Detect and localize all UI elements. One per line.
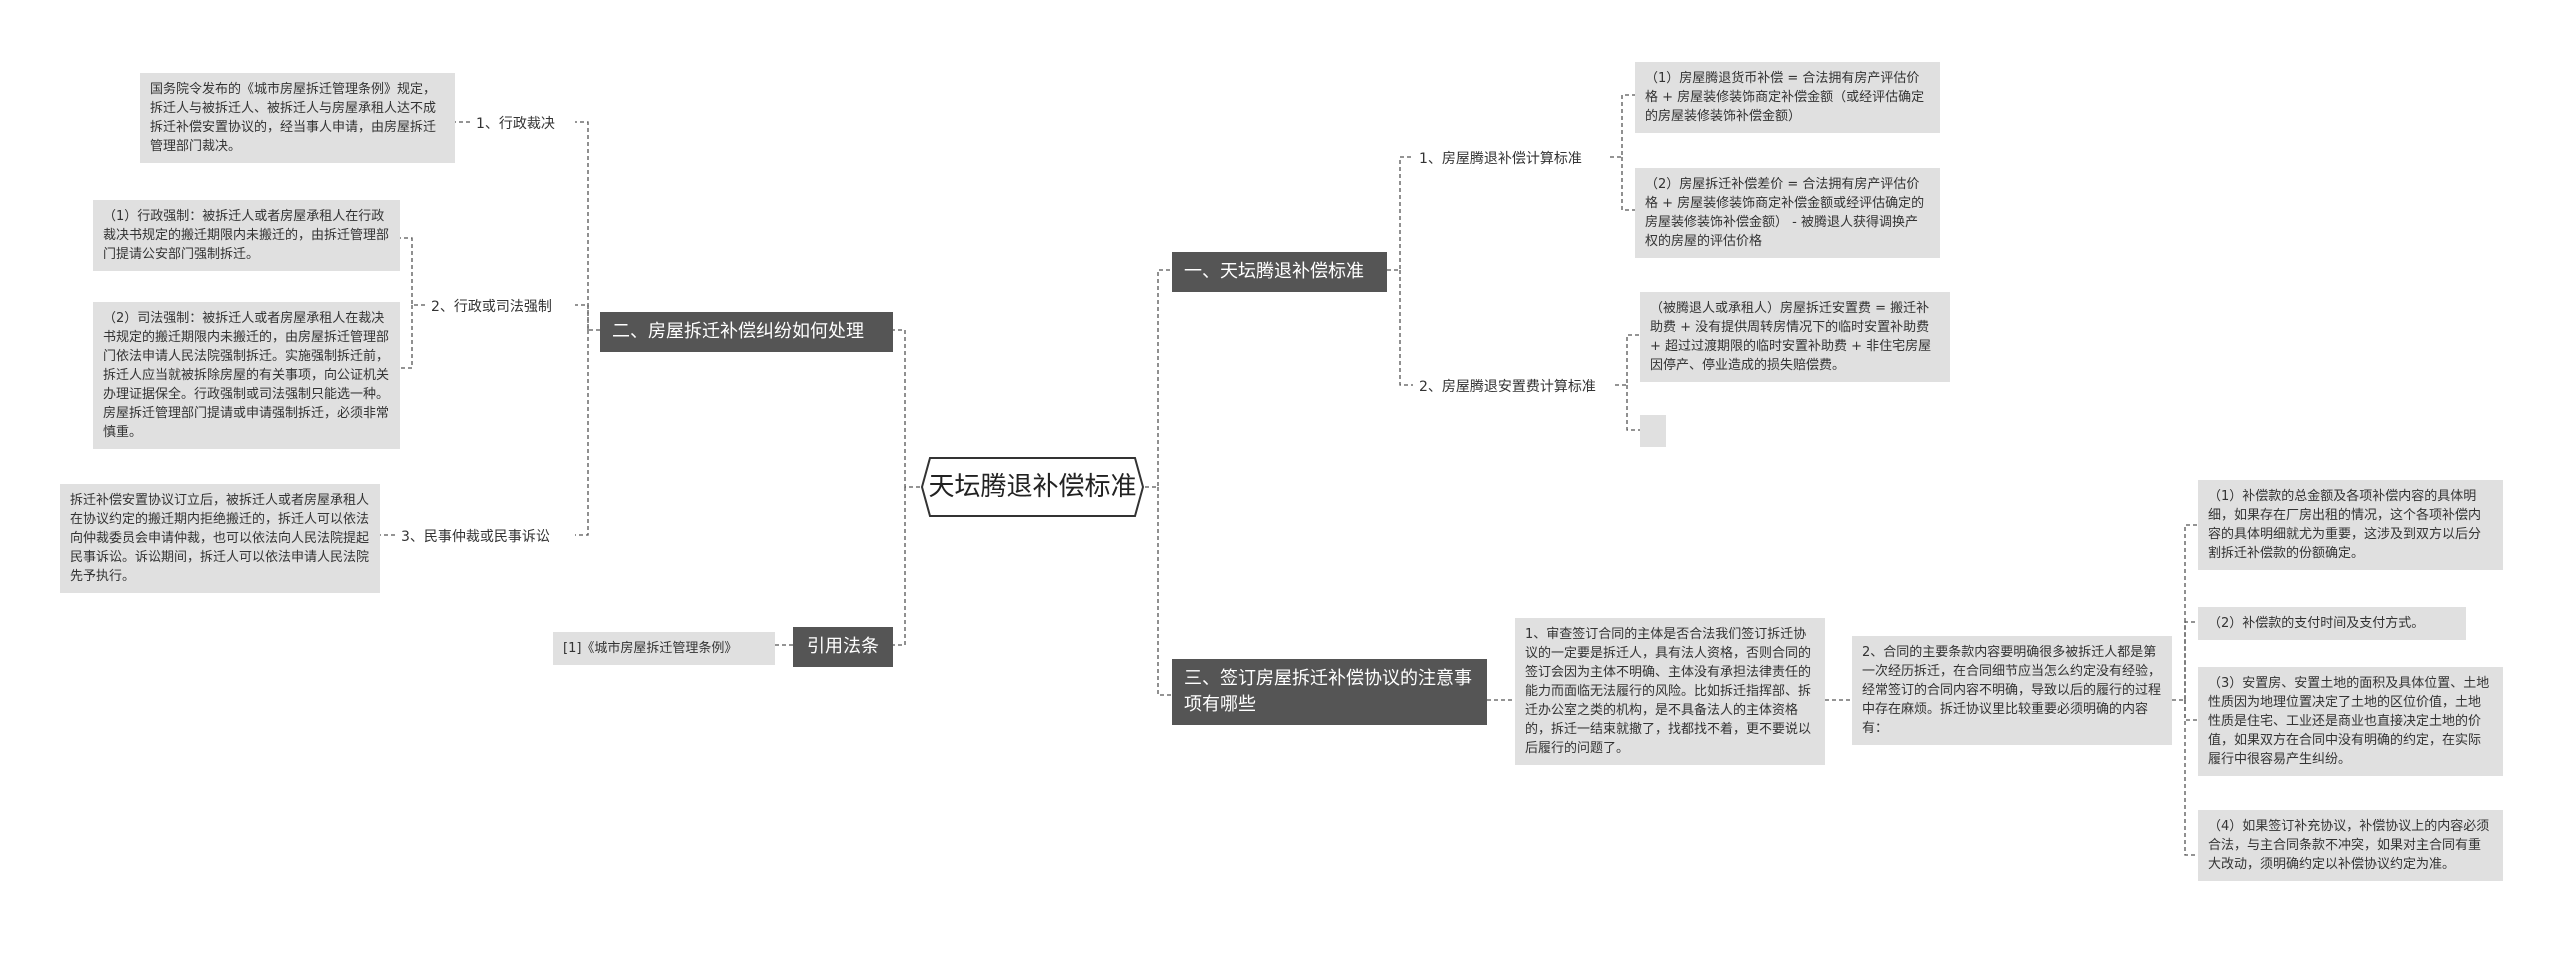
leaf-supplementary-agreement[interactable]: （4）如果签订补充协议，补偿协议上的内容必须合法，与主合同条款不冲突，如果对主合…	[2198, 810, 2503, 881]
leaf-compensation-difference[interactable]: （2）房屋拆迁补偿差价 = 合法拥有房产评估价格 + 房屋装修装饰商定补偿金额或…	[1635, 168, 1940, 258]
subtopic-administrative-ruling[interactable]: 1、行政裁决	[470, 110, 575, 138]
leaf-text: 国务院令发布的《城市房屋拆迁管理条例》规定，拆迁人与被拆迁人、被拆迁人与房屋承租…	[150, 82, 437, 154]
leaf-administrative-enforcement[interactable]: （1）行政强制：被拆迁人或者房屋承租人在行政裁决书规定的搬迁期限内未搬迁的，由拆…	[93, 200, 400, 271]
leaf-text: 拆迁补偿安置协议订立后，被拆迁人或者房屋承租人在协议约定的搬迁期内拒绝搬迁的，拆…	[70, 493, 370, 584]
branch-agreement-notes[interactable]: 三、签订房屋拆迁补偿协议的注意事项有哪些	[1172, 659, 1487, 725]
subtopic-resettlement-fee-calc[interactable]: 2、房屋腾退安置费计算标准	[1413, 373, 1615, 401]
root-topic-label: 天坛腾退补偿标准	[928, 472, 1137, 502]
leaf-text: （2）补偿款的支付时间及支付方式。	[2208, 616, 2425, 631]
leaf-text: （4）如果签订补充协议，补偿协议上的内容必须合法，与主合同条款不冲突，如果对主合…	[2208, 819, 2490, 872]
branch-compensation-standard[interactable]: 一、天坛腾退补偿标准	[1172, 252, 1387, 292]
leaf-empty[interactable]	[1640, 415, 1666, 447]
subtopic-civil-arbitration-litigation[interactable]: 3、民事仲裁或民事诉讼	[395, 523, 575, 551]
branch-label: 二、房屋拆迁补偿纠纷如何处理	[612, 321, 864, 342]
leaf-text: 2、合同的主要条款内容要明确很多被拆迁人都是第一次经历拆迁，在合同细节应当怎么约…	[1862, 645, 2162, 736]
leaf-contract-subject-review[interactable]: 1、审查签订合同的主体是否合法我们签订拆迁协议的一定要是拆迁人，具有法人资格，否…	[1515, 618, 1825, 765]
leaf-text: （3）安置房、安置土地的面积及具体位置、土地性质因为地理位置决定了土地的区位价值…	[2208, 676, 2490, 767]
leaf-text: （1）补偿款的总金额及各项补偿内容的具体明细，如果存在厂房出租的情况，这个各项补…	[2208, 489, 2482, 561]
leaf-monetary-compensation[interactable]: （1）房屋腾退货币补偿 = 合法拥有房产评估价格 + 房屋装修装饰商定补偿金额（…	[1635, 62, 1940, 133]
leaf-text: （2）司法强制：被拆迁人或者房屋承租人在裁决书规定的搬迁期限内未搬迁的，由房屋拆…	[103, 311, 390, 440]
subtopic-label: 2、行政或司法强制	[431, 299, 552, 315]
root-topic[interactable]: 天坛腾退补偿标准	[920, 456, 1145, 518]
leaf-resettlement-fee[interactable]: （被腾退人或承租人）房屋拆迁安置费 = 搬迁补助费 + 没有提供周转房情况下的临…	[1640, 292, 1950, 382]
leaf-text: 1、审查签订合同的主体是否合法我们签订拆迁协议的一定要是拆迁人，具有法人资格，否…	[1525, 627, 1812, 756]
leaf-text: （2）房屋拆迁补偿差价 = 合法拥有房产评估价格 + 房屋装修装饰商定补偿金额或…	[1645, 177, 1925, 249]
leaf-text: （1）房屋腾退货币补偿 = 合法拥有房产评估价格 + 房屋装修装饰商定补偿金额（…	[1645, 71, 1925, 124]
leaf-administrative-ruling-text[interactable]: 国务院令发布的《城市房屋拆迁管理条例》规定，拆迁人与被拆迁人、被拆迁人与房屋承租…	[140, 73, 455, 163]
branch-cited-law[interactable]: 引用法条	[793, 627, 893, 667]
branch-label: 一、天坛腾退补偿标准	[1184, 261, 1364, 282]
root-hexagon-shape	[920, 457, 1145, 517]
leaf-text: [1]《城市房屋拆迁管理条例》	[563, 641, 738, 656]
subtopic-label: 1、房屋腾退补偿计算标准	[1419, 151, 1582, 167]
leaf-resettlement-land-area[interactable]: （3）安置房、安置土地的面积及具体位置、土地性质因为地理位置决定了土地的区位价值…	[2198, 667, 2503, 776]
leaf-compensation-total-details[interactable]: （1）补偿款的总金额及各项补偿内容的具体明细，如果存在厂房出租的情况，这个各项补…	[2198, 480, 2503, 570]
subtopic-administrative-or-judicial-enforcement[interactable]: 2、行政或司法强制	[425, 293, 575, 321]
leaf-payment-time-method[interactable]: （2）补偿款的支付时间及支付方式。	[2198, 607, 2466, 640]
subtopic-label: 3、民事仲裁或民事诉讼	[401, 529, 550, 545]
branch-label: 引用法条	[807, 636, 879, 657]
leaf-contract-main-terms[interactable]: 2、合同的主要条款内容要明确很多被拆迁人都是第一次经历拆迁，在合同细节应当怎么约…	[1852, 636, 2172, 745]
leaf-text: （1）行政强制：被拆迁人或者房屋承租人在行政裁决书规定的搬迁期限内未搬迁的，由拆…	[103, 209, 390, 262]
leaf-cited-regulation[interactable]: [1]《城市房屋拆迁管理条例》	[553, 632, 775, 665]
subtopic-label: 1、行政裁决	[476, 116, 555, 132]
leaf-text: （被腾退人或承租人）房屋拆迁安置费 = 搬迁补助费 + 没有提供周转房情况下的临…	[1650, 301, 1932, 373]
branch-dispute-handling[interactable]: 二、房屋拆迁补偿纠纷如何处理	[600, 312, 893, 352]
leaf-civil-arbitration-text[interactable]: 拆迁补偿安置协议订立后，被拆迁人或者房屋承租人在协议约定的搬迁期内拒绝搬迁的，拆…	[60, 484, 380, 593]
subtopic-label: 2、房屋腾退安置费计算标准	[1419, 379, 1596, 395]
leaf-judicial-enforcement[interactable]: （2）司法强制：被拆迁人或者房屋承租人在裁决书规定的搬迁期限内未搬迁的，由房屋拆…	[93, 302, 400, 449]
branch-label: 三、签订房屋拆迁补偿协议的注意事项有哪些	[1184, 668, 1472, 715]
subtopic-relocation-compensation-calc[interactable]: 1、房屋腾退补偿计算标准	[1413, 145, 1610, 173]
